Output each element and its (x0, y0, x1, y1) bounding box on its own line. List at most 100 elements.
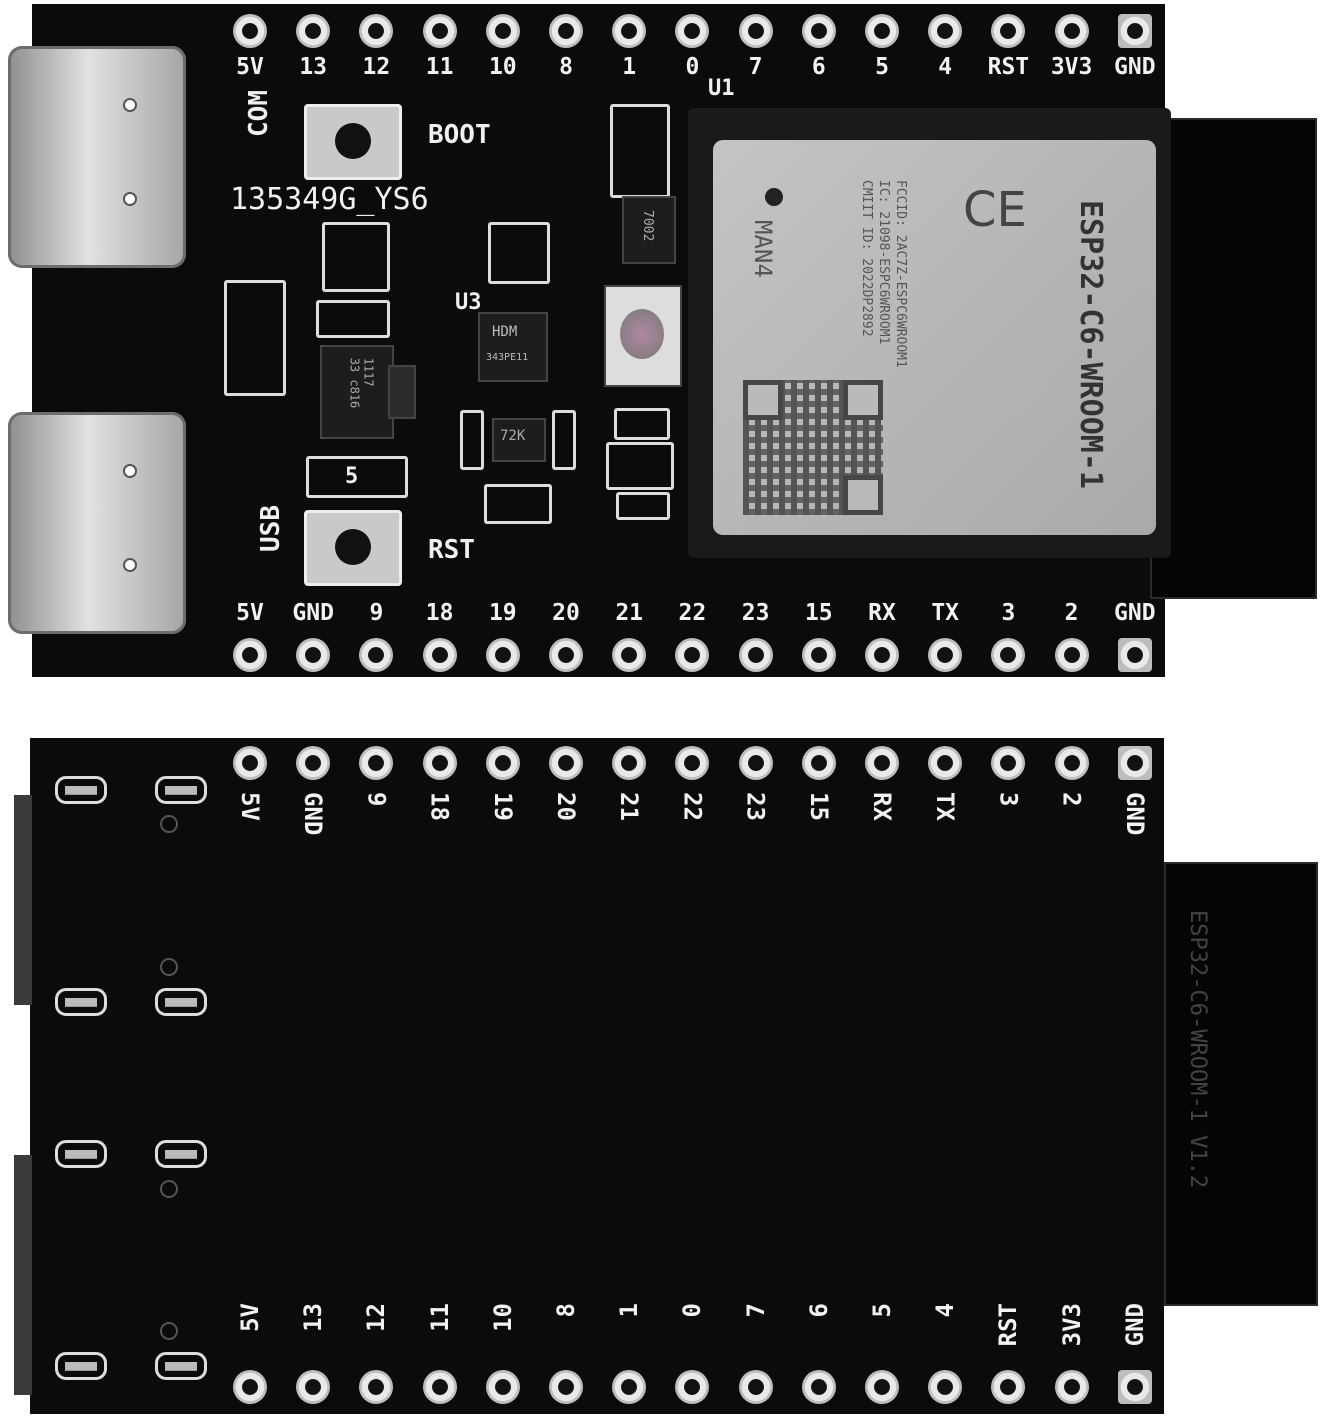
solder-pad (55, 988, 107, 1016)
via (160, 1322, 178, 1340)
capacitor-pair (322, 222, 390, 292)
usb-c-connector-usb[interactable] (8, 412, 186, 634)
header-pin (865, 638, 899, 672)
pin-label: 3V3 (1057, 1303, 1086, 1347)
capacitor (316, 300, 390, 338)
pin-label: 22 (678, 600, 707, 626)
via (160, 958, 178, 976)
resistor-array-2 (610, 104, 670, 198)
header-pin (233, 746, 267, 780)
solder-pad (155, 1352, 207, 1380)
header-pin (801, 1370, 836, 1404)
pin-label: 6 (804, 1303, 833, 1318)
header-pin (359, 638, 394, 672)
module-dot (765, 188, 783, 206)
header-pin (928, 14, 963, 48)
rst-label: RST (428, 535, 475, 565)
pin-label: 5V (236, 792, 264, 821)
header-pin (422, 638, 457, 672)
module-name-label: ESP32-C6-WROOM-1 (1073, 200, 1108, 489)
five-label: 5 (345, 464, 359, 489)
pin-label: 23 (741, 792, 770, 821)
header-pin (485, 1370, 520, 1404)
capacitor-pair-2 (488, 222, 550, 284)
usb-c-connector-com[interactable] (8, 46, 186, 268)
mosfet-label: 7002 (640, 210, 655, 242)
pin-label: 4 (931, 1303, 960, 1318)
voltage-regulator: 1117 33 c816 (320, 345, 394, 439)
pin-label: 6 (811, 54, 826, 80)
pin-label: 5V (236, 600, 264, 626)
header-pin (296, 746, 331, 780)
header-pin (928, 638, 963, 672)
header-pin (422, 746, 457, 780)
com-label: COM (244, 90, 274, 137)
regulator-marking: 1117 33 c816 (347, 357, 376, 409)
pin-label: 3 (994, 792, 1023, 807)
pin-label: 12 (362, 1303, 391, 1332)
reset-button[interactable] (304, 510, 402, 586)
u3-label: U3 (455, 290, 482, 315)
header-pin (865, 14, 899, 48)
pin-label: RST (987, 54, 1030, 80)
pin-label: 21 (615, 792, 644, 821)
pin-label: 2 (1064, 600, 1079, 626)
solder-pad (155, 1140, 207, 1168)
pin-label: 8 (559, 54, 573, 80)
header-pin (801, 638, 836, 672)
header-pin (233, 638, 267, 672)
header-pin (675, 1370, 710, 1404)
pin-label: 11 (425, 1303, 454, 1332)
pin-label: 20 (552, 792, 580, 821)
boot-button[interactable] (304, 104, 402, 180)
pin-label: 22 (678, 792, 707, 821)
pin-label: 19 (488, 792, 517, 821)
header-pin (485, 746, 520, 780)
pin-label: GND (1120, 1303, 1149, 1347)
via (160, 815, 178, 833)
pin-label: 9 (369, 600, 384, 626)
pin-label: 11 (425, 54, 454, 80)
pin-label: TX (931, 600, 960, 626)
pin-label: RST (994, 1303, 1023, 1347)
chip-code-label: 343PE11 (486, 352, 529, 363)
chip-hdm-label: HDM (492, 324, 518, 340)
capacitor-bottom (484, 484, 552, 524)
pin-label: 7 (741, 1303, 770, 1318)
pin-label: 3 (1001, 600, 1016, 626)
module-ce-mark: CE (963, 182, 1027, 238)
pin-label: 13 (299, 54, 328, 80)
bottom-antenna-text: ESP32-C6-WROOM-1 V1.2 (1185, 910, 1210, 1189)
header-pin (549, 14, 583, 48)
pin-label: 15 (804, 600, 833, 626)
resistor-right (552, 410, 576, 470)
pin-label: GND (1114, 600, 1156, 626)
header-pin (991, 746, 1026, 780)
capacitor-5: 5 (306, 456, 408, 498)
resistor-led-2 (616, 492, 670, 520)
pin-label: RX (868, 600, 896, 626)
pin-label: 4 (938, 54, 953, 80)
pin-label: GND (1114, 54, 1156, 80)
resistor-array (224, 280, 286, 396)
pin-label: 20 (552, 600, 580, 626)
header-pin (612, 14, 647, 48)
bottom-usb-stub-1 (14, 795, 32, 1005)
regulator-tab (388, 365, 416, 419)
solder-pad (55, 1140, 107, 1168)
module-ic-label: IC: 21098-ESPC6WROOM1 (876, 180, 891, 345)
resistor-led (614, 408, 670, 440)
header-pin (801, 14, 836, 48)
pin-label: 2 (1057, 792, 1086, 807)
header-pin (675, 14, 710, 48)
header-pin (422, 14, 457, 48)
header-pin (359, 1370, 394, 1404)
pin-label: 19 (488, 600, 517, 626)
header-pin (1117, 14, 1152, 48)
ic-72k: 72K (492, 418, 546, 462)
pin-label: GND (1120, 792, 1149, 836)
pin-label: 23 (741, 600, 770, 626)
header-pin (233, 1370, 267, 1404)
pin-label: TX (931, 792, 960, 821)
solder-pad (55, 1352, 107, 1380)
